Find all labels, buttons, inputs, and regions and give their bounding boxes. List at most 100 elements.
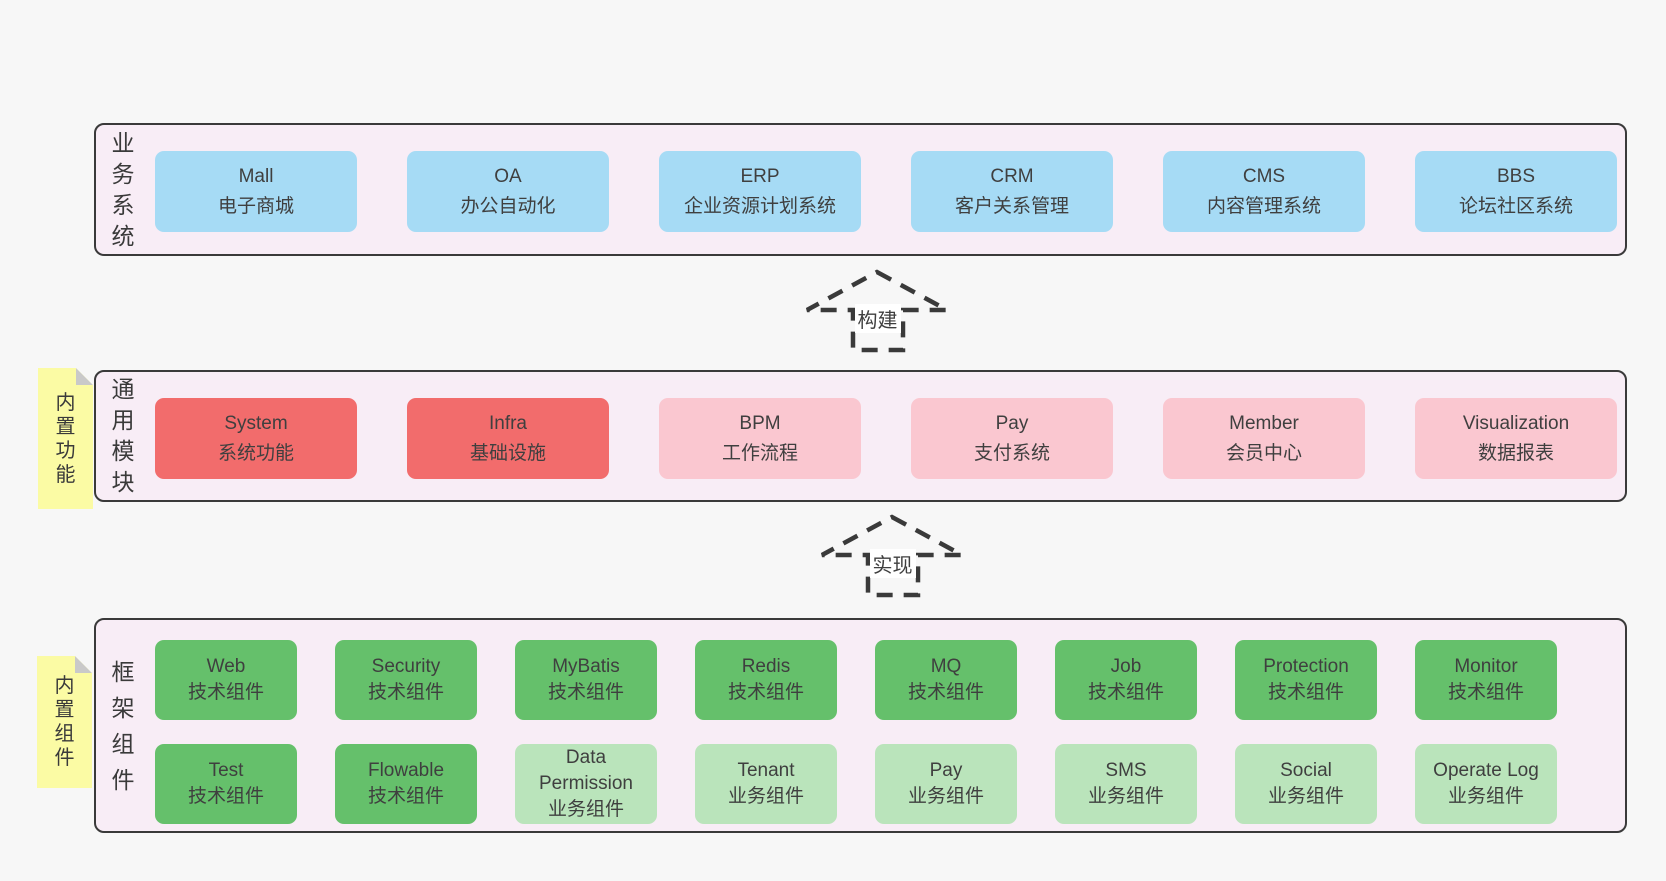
band-label: 通用模块 [111,376,135,495]
box-title: CMS [1242,165,1286,187]
box-social: Social 业务组件 [1235,744,1377,824]
box-subtitle: 技术组件 [1087,682,1164,703]
box-subtitle: 业务组件 [1447,786,1524,807]
box-subtitle: 技术组件 [1267,682,1344,703]
box-subtitle: 内容管理系统 [1206,195,1321,217]
box-subtitle: 技术组件 [907,682,984,703]
box-protection: Protection 技术组件 [1235,640,1377,720]
box-monitor: Monitor 技术组件 [1415,640,1557,720]
box-subtitle: 技术组件 [367,786,444,807]
panel-common-modules: 通用模块 System 系统功能 Infra 基础设施 BPM 工作流程 Pay… [94,370,1627,502]
note-label: 内置功能 [55,391,76,486]
box-subtitle: 基础设施 [469,442,546,464]
arrow-implement: 实现 [815,511,970,603]
up-block-arrow-icon [820,514,964,598]
box-subtitle: 业务组件 [727,786,804,807]
box-crm: CRM 客户关系管理 [911,151,1113,232]
box-title: Web [206,656,246,677]
box-row: System 系统功能 Infra 基础设施 BPM 工作流程 Pay 支付系统… [155,398,1617,479]
box-system: System 系统功能 [155,398,357,479]
box-subtitle: 办公自动化 [460,195,556,217]
box-row: Web 技术组件 Security 技术组件 MyBatis 技术组件 Redi… [155,640,1557,720]
box-data-permission: Data Permission 业务组件 [515,744,657,824]
arrow-build: 构建 [800,266,955,358]
box-title: System [224,412,288,434]
box-mybatis: MyBatis 技术组件 [515,640,657,720]
box-row: Mall 电子商城 OA 办公自动化 ERP 企业资源计划系统 CRM 客户关系… [155,151,1617,232]
box-pay-component: Pay 业务组件 [875,744,1017,824]
box-visualization: Visualization 数据报表 [1415,398,1617,479]
box-title: Security [371,656,441,677]
box-subtitle: 技术组件 [1447,682,1524,703]
box-title: Redis [741,656,791,677]
box-title: Data Permission [539,747,633,794]
box-security: Security 技术组件 [335,640,477,720]
note-fold-corner [76,368,93,385]
note-label: 内置组件 [54,675,75,769]
arrow-label: 构建 [854,304,901,333]
note-fold-corner [75,656,92,673]
box-job: Job 技术组件 [1055,640,1197,720]
box-subtitle: 技术组件 [367,682,444,703]
box-title: Tenant [737,760,795,781]
box-title: Pay [929,760,963,781]
box-subtitle: 客户关系管理 [954,195,1069,217]
box-title: Operate Log [1433,760,1539,781]
band-label: 业务系统 [111,129,135,249]
box-sms: SMS 业务组件 [1055,744,1197,824]
box-tenant: Tenant 业务组件 [695,744,837,824]
box-title: MQ [930,656,962,677]
box-title: Flowable [367,760,445,781]
box-row: Test 技术组件 Flowable 技术组件 Data Permission … [155,744,1557,824]
box-subtitle: 工作流程 [721,442,798,464]
box-subtitle: 论坛社区系统 [1458,195,1573,217]
box-title: SMS [1105,760,1147,781]
box-erp: ERP 企业资源计划系统 [659,151,861,232]
box-test: Test 技术组件 [155,744,297,824]
box-infra: Infra 基础设施 [407,398,609,479]
box-mq: MQ 技术组件 [875,640,1017,720]
sticky-note-built-in-features: 内置功能 [38,368,93,509]
box-cms: CMS 内容管理系统 [1163,151,1365,232]
box-subtitle: 业务组件 [1267,786,1344,807]
box-title: Mall [238,165,274,187]
box-title: Test [208,760,244,781]
box-title: Infra [488,412,528,434]
up-block-arrow-icon [805,269,949,353]
box-subtitle: 支付系统 [973,442,1050,464]
box-title: BPM [739,412,781,434]
band-label: 框架组件 [111,658,135,793]
box-title: ERP [740,165,780,187]
box-subtitle: 会员中心 [1225,442,1302,464]
box-title: Visualization [1462,412,1570,434]
box-title: Member [1229,412,1299,434]
box-bpm: BPM 工作流程 [659,398,861,479]
box-operate-log: Operate Log 业务组件 [1415,744,1557,824]
box-title: OA [494,165,522,187]
box-subtitle: 数据报表 [1477,442,1554,464]
box-title: BBS [1496,165,1536,187]
box-subtitle: 企业资源计划系统 [683,195,836,217]
box-pay-system: Pay 支付系统 [911,398,1113,479]
box-subtitle: 技术组件 [547,682,624,703]
arrow-label: 实现 [869,549,916,578]
box-subtitle: 业务组件 [907,786,984,807]
box-subtitle: 系统功能 [217,442,294,464]
box-web: Web 技术组件 [155,640,297,720]
sticky-note-built-in-components: 内置组件 [37,656,92,788]
panel-business-systems: 业务系统 Mall 电子商城 OA 办公自动化 ERP 企业资源计划系统 CRM… [94,123,1627,256]
box-oa: OA 办公自动化 [407,151,609,232]
box-title: MyBatis [552,656,620,677]
box-mall: Mall 电子商城 [155,151,357,232]
panel-framework-components: 框架组件 Web 技术组件 Security 技术组件 MyBatis 技术组件… [94,618,1627,833]
box-redis: Redis 技术组件 [695,640,837,720]
box-subtitle: 技术组件 [727,682,804,703]
box-flowable: Flowable 技术组件 [335,744,477,824]
box-subtitle: 技术组件 [187,682,264,703]
box-subtitle: 电子商城 [217,195,294,217]
box-subtitle: 业务组件 [1087,786,1164,807]
box-title: Job [1110,656,1142,677]
box-bbs: BBS 论坛社区系统 [1415,151,1617,232]
box-title: Monitor [1454,656,1518,677]
